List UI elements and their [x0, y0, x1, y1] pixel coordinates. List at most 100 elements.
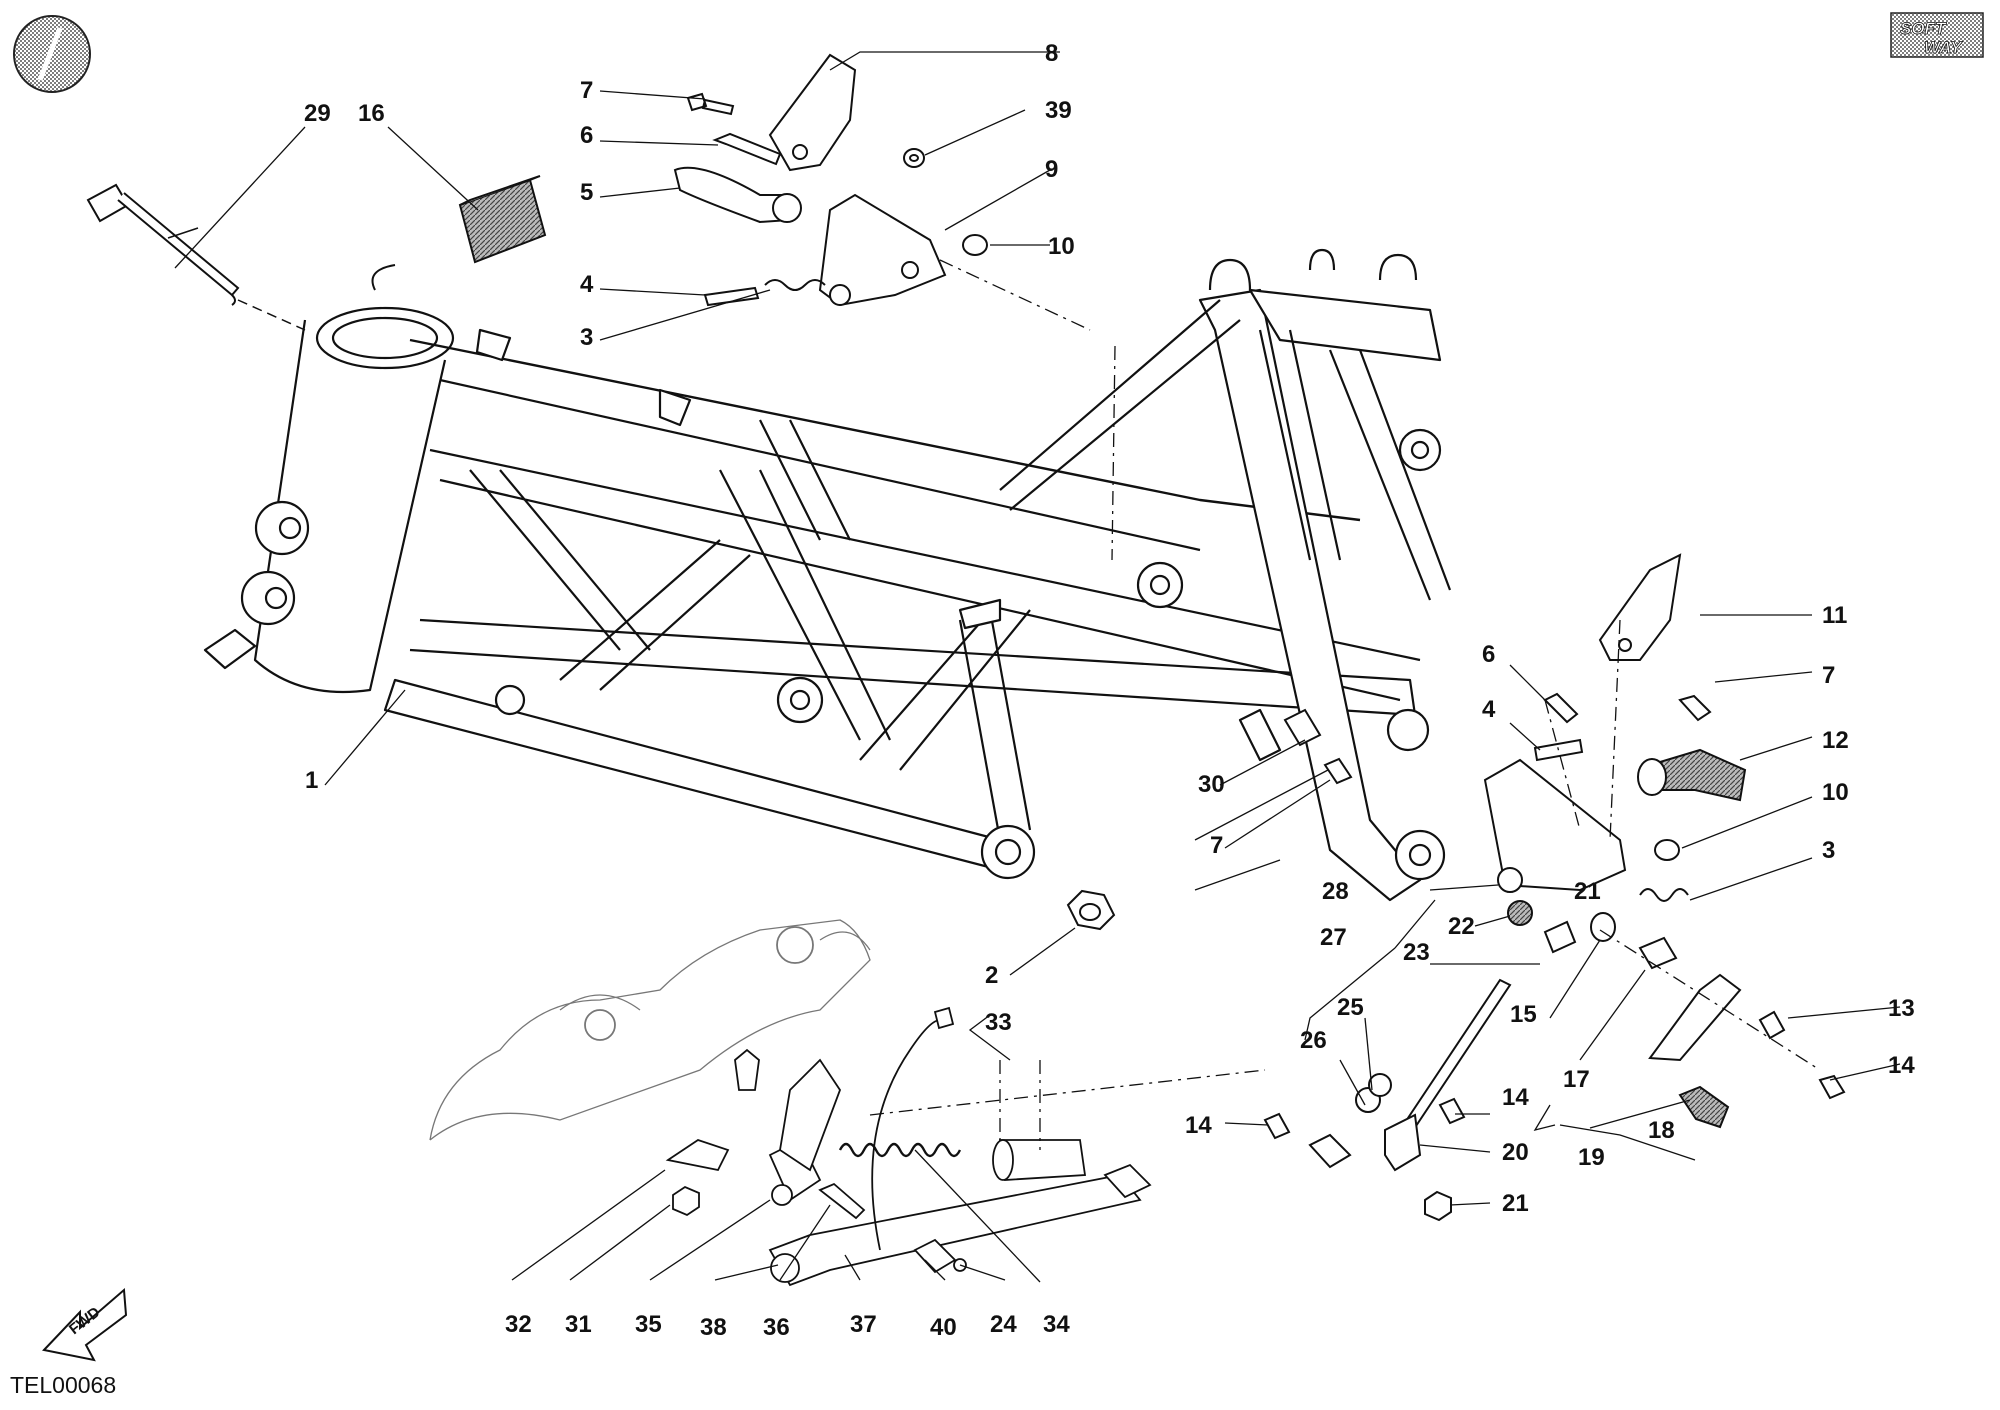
callout-10-right: 10 — [1822, 779, 1849, 806]
callout-25: 25 — [1337, 994, 1364, 1021]
corner-disc-logo — [13, 15, 91, 93]
callout-7-frame: 7 — [1210, 832, 1223, 859]
steering-bolt-part-29 — [86, 183, 240, 306]
callout-8: 8 — [1045, 40, 1058, 67]
bolt-part-6 — [712, 132, 782, 166]
circlip-part-10 — [962, 234, 988, 256]
callout-6-left: 6 — [580, 122, 593, 149]
bolt-part-14a — [1263, 1112, 1291, 1140]
callout-4-right: 4 — [1482, 696, 1496, 723]
lower-main-tube — [383, 678, 1002, 872]
bush-part-17 — [1638, 936, 1678, 970]
drawing-reference-code: TEL00068 — [10, 1372, 117, 1398]
shift-lever-part-19 — [1648, 973, 1742, 1062]
leader-lines — [174, 51, 1901, 1283]
washer-part-15 — [1590, 912, 1616, 942]
upper-main-tube — [409, 338, 1361, 522]
callout-3-right: 3 — [1822, 837, 1835, 864]
frame-assembly — [203, 248, 1452, 902]
callout-26: 26 — [1300, 1027, 1327, 1054]
callout-32: 32 — [505, 1311, 532, 1338]
callout-14-mid: 14 — [1502, 1084, 1529, 1111]
callout-15: 15 — [1510, 1001, 1537, 1028]
shift-rubber-part-18 — [1678, 1085, 1730, 1129]
callout-27: 27 — [1320, 924, 1347, 951]
callout-22: 22 — [1448, 913, 1475, 940]
rod-end-part-23 — [1543, 920, 1577, 954]
callout-39: 39 — [1045, 97, 1072, 124]
callout-38: 38 — [700, 1314, 727, 1341]
callout-12: 12 — [1822, 727, 1849, 754]
switch-wire-part-40 — [871, 1019, 941, 1251]
callout-9: 9 — [1045, 156, 1058, 183]
callout-17: 17 — [1563, 1066, 1590, 1093]
bolt-part-37 — [818, 1182, 866, 1220]
callout-31: 31 — [565, 1311, 592, 1338]
bolt-part-14b — [1818, 1074, 1846, 1100]
callout-36: 36 — [763, 1314, 790, 1341]
bolt-part-6b — [1543, 692, 1579, 724]
nut-part-21b — [1424, 1190, 1452, 1222]
callout-5: 5 — [580, 179, 593, 206]
callout-34: 34 — [1043, 1311, 1070, 1338]
callout-2: 2 — [985, 962, 998, 989]
callout-35: 35 — [635, 1311, 662, 1338]
callout-21-lower: 21 — [1502, 1190, 1529, 1217]
callout-7-right: 7 — [1822, 662, 1835, 689]
bracket-part-20 — [1384, 1113, 1422, 1172]
spring-part-34 — [838, 1142, 962, 1158]
right-footpeg-assembly — [1263, 553, 1846, 1222]
callout-40: 40 — [930, 1314, 957, 1341]
callout-18: 18 — [1648, 1117, 1675, 1144]
callout-29: 29 — [304, 100, 331, 127]
circlip-part-10b — [1654, 839, 1680, 861]
nut-part-31 — [672, 1185, 700, 1217]
callout-10-left: 10 — [1048, 233, 1075, 260]
bolt-part-14c — [1438, 1097, 1466, 1125]
callout-30: 30 — [1198, 771, 1225, 798]
callout-13: 13 — [1888, 995, 1915, 1022]
left-footpeg-assembly — [673, 53, 988, 307]
callout-37: 37 — [850, 1311, 877, 1338]
head-boss-lower — [240, 570, 296, 626]
callout-33: 33 — [985, 1009, 1012, 1036]
frame-nut-part-2 — [1066, 889, 1116, 931]
plate-part-32 — [665, 1139, 730, 1172]
callout-3-left: 3 — [580, 324, 593, 351]
rear-upright — [1198, 288, 1422, 902]
callout-23: 23 — [1403, 939, 1430, 966]
callout-19: 19 — [1578, 1144, 1605, 1171]
forward-direction-badge: FWD — [42, 1287, 128, 1362]
callout-1: 1 — [305, 767, 318, 794]
spacer-block-part-16 — [458, 175, 547, 264]
callout-6-right: 6 — [1482, 641, 1495, 668]
heel-guard-part-11 — [1598, 553, 1682, 661]
callout-24: 24 — [990, 1311, 1017, 1338]
callout-21-upper: 21 — [1574, 878, 1601, 905]
engine-mount-boss — [980, 824, 1036, 880]
sidestand-assembly — [429, 919, 1152, 1287]
head-boss-upper — [254, 500, 310, 556]
heel-guard-part-8 — [768, 53, 857, 172]
callout-labels: 1 2 3 3 4 4 5 6 6 7 7 7 8 9 10 10 11 12 … — [304, 40, 1915, 1341]
callout-14-left: 14 — [1185, 1112, 1212, 1139]
bolt-part-7 — [686, 92, 735, 116]
spring-part-3b — [1639, 888, 1689, 902]
bolt-part-7c — [1323, 757, 1353, 785]
nut-part-30 — [1283, 708, 1322, 747]
bolt-part-7b — [1678, 694, 1712, 722]
logo-text-way: WAY — [1924, 38, 1963, 57]
steering-bolt-hidden-line — [237, 299, 306, 331]
rod-end-part-26 — [1308, 1133, 1352, 1169]
logo-text-soft: SOFT — [1900, 19, 1947, 38]
callout-14-right: 14 — [1888, 1052, 1915, 1079]
spring-part-3 — [764, 279, 826, 291]
steering-head-tube — [253, 319, 447, 694]
callout-4-left: 4 — [580, 271, 594, 298]
callout-7-top: 7 — [580, 77, 593, 104]
callout-16: 16 — [358, 100, 385, 127]
callout-28: 28 — [1322, 878, 1349, 905]
softway-logo: SOFT WAY — [1890, 12, 1984, 58]
bush-part-22 — [1507, 900, 1533, 926]
